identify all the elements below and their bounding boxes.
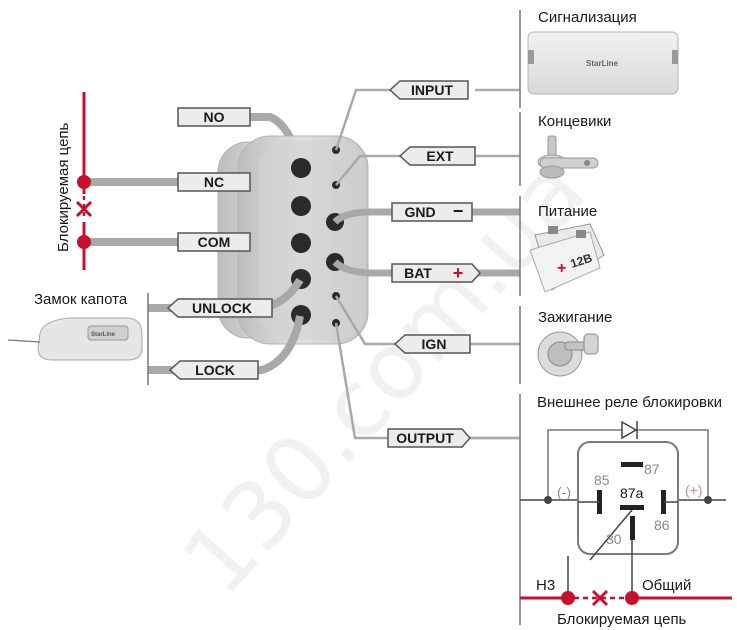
break-x-icon: [75, 200, 93, 218]
alarm-unit-icon: StarLine: [527, 31, 679, 95]
diode-icon: [621, 420, 638, 440]
break-x-bottom-icon: [591, 589, 609, 607]
svg-text:−: −: [453, 201, 464, 221]
svg-text:OUTPUT: OUTPUT: [396, 430, 454, 446]
ext-wire: [335, 154, 400, 186]
left-blocked-circuit-label: Блокируемая цепь: [55, 122, 72, 252]
battery-icon: + 12В: [529, 223, 605, 293]
svg-text:+: +: [453, 263, 464, 283]
svg-text:BAT: BAT: [404, 265, 432, 281]
limit-switch-icon: [537, 135, 599, 179]
svg-text:StarLine: StarLine: [91, 332, 116, 338]
tag-bat: BAT +: [391, 263, 482, 283]
tag-ext: EXT: [398, 146, 476, 166]
common-label-bottom: Общий: [642, 577, 691, 594]
svg-text:EXT: EXT: [426, 148, 454, 164]
power-label: Питание: [538, 203, 597, 220]
svg-text:NO: NO: [204, 109, 225, 125]
svg-text:UNLOCK: UNLOCK: [192, 300, 252, 316]
tag-output: OUTPUT: [387, 428, 472, 448]
bottom-blocked-circuit-label: Блокируемая цепь: [557, 611, 687, 628]
limit-switches-label: Концевики: [538, 113, 611, 130]
svg-text:StarLine: StarLine: [586, 59, 619, 68]
tag-nc: NC: [177, 172, 251, 192]
svg-text:+: +: [557, 260, 566, 277]
tag-unlock: UNLOCK: [166, 298, 273, 318]
svg-text:IGN: IGN: [422, 336, 447, 352]
nc-label-bottom: Н3: [536, 577, 555, 594]
common-junction-bottom: [625, 591, 639, 605]
tag-input: INPUT: [388, 80, 469, 100]
svg-text:GND: GND: [404, 204, 435, 220]
tag-lock: LOCK: [168, 360, 259, 380]
external-relay-diagram: [520, 420, 726, 561]
tag-ign: IGN: [393, 334, 471, 354]
lock-wire: [148, 315, 304, 374]
hood-lock-label: Замок капота: [34, 291, 128, 308]
ignition-label: Зажигание: [538, 309, 612, 326]
pin-30-label: 30: [606, 531, 622, 547]
tag-com: COM: [177, 232, 251, 252]
tag-gnd: GND −: [391, 201, 473, 222]
svg-text:LOCK: LOCK: [195, 362, 235, 378]
nc-junction: [77, 175, 91, 189]
svg-text:COM: COM: [198, 234, 231, 250]
module-terminals: [291, 146, 344, 327]
svg-text:INPUT: INPUT: [411, 82, 453, 98]
pin-85-label: 85: [594, 472, 610, 488]
tag-no: NO: [177, 107, 251, 127]
alarm-label: Сигнализация: [538, 9, 637, 26]
external-relay-label: Внешнее реле блокировки: [537, 394, 722, 411]
ignition-key-icon: [537, 331, 599, 377]
relay-minus-label: (-): [557, 484, 571, 500]
pin-87a-label: 87a: [620, 485, 644, 501]
gnd-wire: [332, 208, 520, 225]
com-junction: [77, 235, 91, 249]
svg-text:NC: NC: [204, 174, 224, 190]
hood-lock-icon: StarLine: [7, 317, 143, 361]
nc-junction-bottom: [561, 591, 575, 605]
relay-plus-label: (+): [685, 482, 703, 498]
pin-87-label: 87: [644, 461, 660, 477]
input-wire: [334, 88, 390, 151]
pin-86-label: 86: [654, 517, 670, 533]
bat-wire: [332, 259, 520, 277]
svg-text:12В: 12В: [569, 251, 595, 271]
